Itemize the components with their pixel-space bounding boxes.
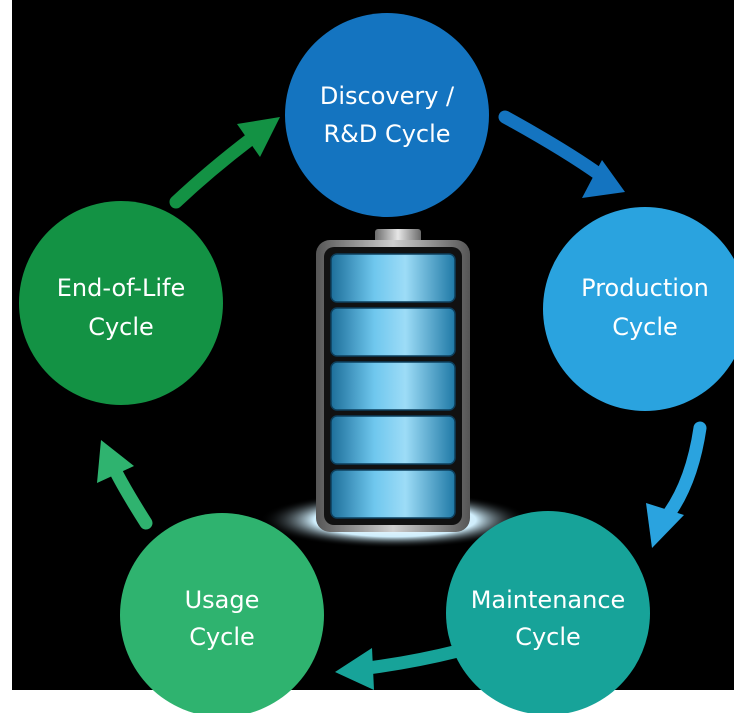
arrow-usage-to-end-of-life: [97, 440, 153, 530]
node-production: Production Cycle: [543, 207, 734, 411]
battery-cell: [330, 361, 456, 411]
node-end-of-life-line2: Cycle: [88, 313, 154, 341]
battery-cell: [330, 253, 456, 303]
node-production-line1: Production: [581, 274, 709, 302]
node-maintenance-line1: Maintenance: [471, 586, 626, 614]
arrow-discovery-to-production: [498, 110, 625, 198]
arrow-maintenance-to-usage: [335, 644, 465, 690]
battery-cell: [330, 469, 456, 519]
battery-cell: [330, 415, 456, 465]
node-production-circle: [543, 207, 734, 411]
node-usage: Usage Cycle: [120, 513, 324, 713]
node-usage-line2: Cycle: [189, 623, 255, 651]
battery-cell: [330, 307, 456, 357]
node-maintenance-circle: [446, 511, 650, 713]
node-usage-line1: Usage: [185, 586, 260, 614]
node-usage-circle: [120, 513, 324, 713]
node-discovery-line2: R&D Cycle: [323, 120, 450, 148]
node-discovery-line1: Discovery /: [320, 82, 455, 110]
arrow-end-of-life-to-discovery: [169, 117, 280, 209]
node-maintenance-line2: Cycle: [515, 623, 581, 651]
node-end-of-life: End-of-Life Cycle: [19, 201, 223, 405]
node-discovery-circle: [285, 13, 489, 217]
arrow-production-to-maintenance: [646, 421, 707, 548]
battery-icon: [260, 229, 530, 548]
node-end-of-life-line1: End-of-Life: [57, 274, 185, 302]
node-end-of-life-circle: [19, 201, 223, 405]
node-maintenance: Maintenance Cycle: [446, 511, 650, 713]
node-discovery: Discovery / R&D Cycle: [285, 13, 489, 217]
node-production-line2: Cycle: [612, 313, 678, 341]
